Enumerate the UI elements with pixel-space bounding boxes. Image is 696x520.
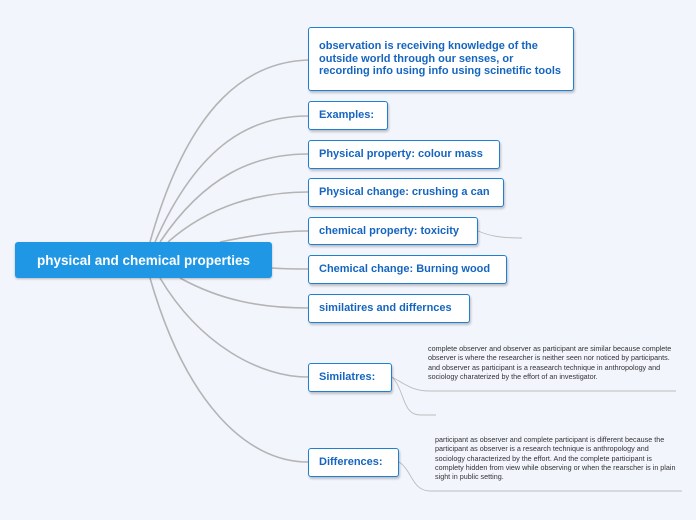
connector-examples: [154, 115, 309, 243]
connector-differences: [149, 277, 309, 463]
connector-similarities-empty: [391, 376, 436, 416]
topic-chemical-property[interactable]: chemical property: toxicity: [308, 217, 478, 245]
topic-chemical-change-label: Chemical change: Burning wood: [319, 263, 491, 276]
connector-physical-change: [167, 191, 309, 243]
topic-chemical-change[interactable]: Chemical change: Burning wood: [308, 255, 507, 284]
topic-differences-label: Differences:: [319, 456, 383, 469]
topic-examples[interactable]: Examples:: [308, 101, 388, 130]
topic-physical-property[interactable]: Physical property: colour mass: [308, 140, 500, 169]
topic-examples-label: Examples:: [319, 109, 375, 122]
connector-similarities: [159, 277, 309, 378]
connector-chemical-property-stub: [477, 230, 523, 239]
connector-similarities-note: [391, 376, 676, 392]
topic-physical-change[interactable]: Physical change: crushing a can: [308, 178, 504, 207]
note-differences: participant as observer and complete par…: [435, 435, 676, 482]
topic-physical-property-label: Physical property: colour mass: [319, 148, 483, 161]
topic-differences[interactable]: Differences:: [308, 448, 399, 477]
connector-differences-note: [398, 461, 682, 492]
topic-observation-label: observation is receiving knowledge of th…: [319, 40, 562, 78]
note-similarities: complete observer and observer as partic…: [428, 344, 672, 381]
topic-similarities-differences-label: similatires and differnces: [319, 302, 452, 315]
connector-physical-property: [159, 153, 309, 243]
topic-similarities[interactable]: Similatres:: [308, 363, 392, 392]
connector-chemical-change: [271, 267, 309, 270]
central-topic[interactable]: physical and chemical properties: [15, 242, 272, 278]
topic-similarities-label: Similatres:: [319, 371, 376, 384]
topic-observation[interactable]: observation is receiving knowledge of th…: [308, 27, 574, 91]
connector-observation: [149, 59, 309, 243]
topic-physical-change-label: Physical change: crushing a can: [319, 186, 490, 199]
topic-chemical-property-label: chemical property: toxicity: [319, 224, 459, 237]
topic-similarities-differences[interactable]: similatires and differnces: [308, 294, 470, 323]
connector-chemical-property: [219, 230, 309, 243]
connector-similarities-differences: [179, 277, 309, 309]
